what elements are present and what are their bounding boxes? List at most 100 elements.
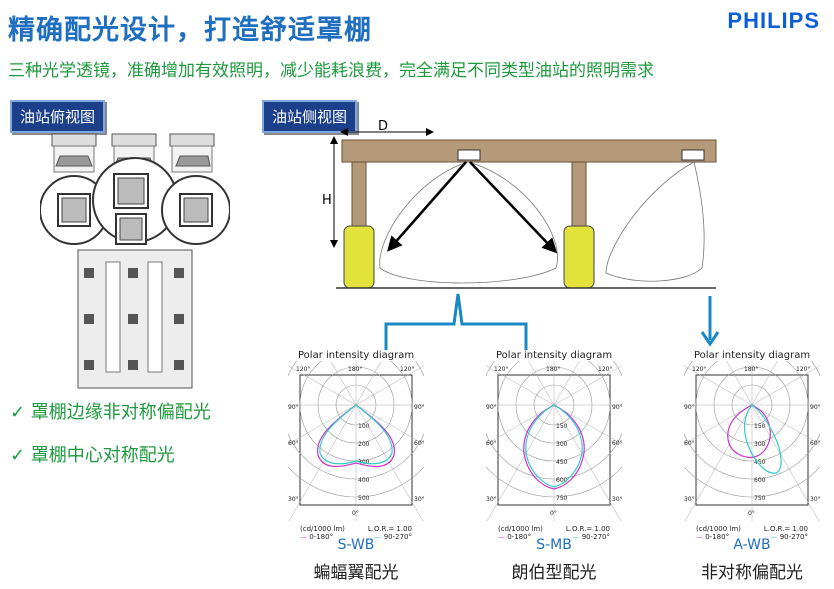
polar-angle-label: 60° [288,440,299,447]
polar-series-legend: — 0-180° — 90-270° [486,533,622,541]
polar-angle-label: 60° [612,440,622,447]
side-view-tag: 油站侧视图 [262,100,358,133]
polar-ring-label: 300 [754,441,766,448]
polar-ring-label: 450 [754,459,766,466]
polar-ring-label: 300 [556,441,568,448]
polar-plot: 150 300 450 600 750 120° 180° 120° 90° 90° 60° 60° 3… [414,265,694,545]
page-subtitle: 三种光学透镜，准确增加有效照明，减少能耗浪费，完全满足不同类型油站的照明需求 [8,61,654,81]
polar-angle-label: 0° [748,510,755,517]
side-view-illustration: D H [322,119,720,350]
polar-ring-label: 200 [358,441,370,448]
connector-bracket [384,293,528,350]
polar-angle-label: 60° [684,440,695,447]
curve-90-270 [525,404,583,488]
polar-angle-label: 120° [400,366,414,373]
magnifier-right [161,175,230,245]
beam-arrow-right [469,161,558,254]
bullet-edge-asymmetric: ✓ 罩棚边缘非对称偏配光 [10,402,211,423]
legend-0-180: — 0-180° [696,533,730,541]
polar-ring-label: 450 [556,459,568,466]
dim-d-label: D [378,119,388,134]
legend-90-270: — 90-270° [770,533,808,541]
polar-ring-label: 600 [556,477,568,484]
pump-right [563,225,595,289]
distribution-name: S-WB [337,537,375,553]
magnifier-left [40,175,109,245]
distribution-description: 非对称偏配光 [701,563,803,583]
fixture-section-left [51,133,97,173]
polar-plot: 150 300 450 600 750 120° 180° 120° 90° 90° 60° 60° 3… [612,265,834,545]
polar-ring-label: 600 [754,477,766,484]
lor-label: L.O.R.= 1.00 [763,525,808,533]
polar-angle-label: 180° [744,366,758,373]
polar-legend: (cd/1000 lm) L.O.R.= 1.00 [288,525,424,533]
polar-ring-label: 100 [358,423,370,430]
polar-series-legend: — 0-180° — 90-270° [684,533,820,541]
polar-angle-label: 120° [296,366,310,373]
lor-label: L.O.R.= 1.00 [565,525,610,533]
polar-title: Polar intensity diagram [496,350,613,361]
polar-angle-label: 30° [486,496,497,503]
top-view-illustration [40,133,230,389]
pump-left [343,225,375,289]
polar-angle-label: 60° [486,440,497,447]
polar-angle-label: 120° [598,366,612,373]
bullet-center-symmetric: ✓ 罩棚中心对称配光 [10,445,175,466]
polar-angle-label: 120° [796,366,810,373]
polar-ring-label: 150 [754,423,766,430]
polar-ring-label: 750 [556,495,568,502]
curve-0-180 [523,404,585,490]
units-label: (cd/1000 lm) [300,525,345,533]
polar-title: Polar intensity diagram [298,350,415,361]
distribution-description: 朗伯型配光 [511,563,597,583]
legend-0-180: — 0-180° [300,533,334,541]
beam-arrow-left [387,161,467,252]
polar-diagram-s-mb: Polar intensity diagram 150 300 450 600 750 12… [414,265,694,545]
units-label: (cd/1000 lm) [498,525,543,533]
brand-logo: PHILIPS [727,8,820,33]
legend-0-180: — 0-180° [498,533,532,541]
legend-90-270: — 90-270° [374,533,412,541]
polar-ring-label: 150 [556,423,568,430]
polar-angle-label: 60° [414,440,424,447]
polar-diagram-a-wb: Polar intensity diagram 150 300 450 600 750 12… [612,265,834,545]
polar-title: Polar intensity diagram [694,350,811,361]
polar-ring-label: 500 [358,495,370,502]
polar-angle-label: 90° [486,404,497,411]
polar-series-legend: — 0-180° — 90-270° [288,533,424,541]
polar-angle-label: 30° [810,496,820,503]
distribution-description: 蝙蝠翼配光 [313,563,399,583]
polar-legend: (cd/1000 lm) L.O.R.= 1.00 [486,525,622,533]
polar-angle-label: 60° [810,440,820,447]
page-title: 精确配光设计，打造舒适罩棚 [8,15,372,46]
polar-angle-label: 0° [550,510,557,517]
polar-angle-label: 30° [414,496,424,503]
polar-legend: (cd/1000 lm) L.O.R.= 1.00 [684,525,820,533]
fixture-section-right [169,133,215,173]
distribution-name: A-WB [733,537,771,553]
curve-0-180 [316,404,396,468]
polar-angle-label: 90° [612,404,622,411]
polar-plot: 100200300400500120°180°120°90°90°60°60°3… [216,265,496,545]
units-label: (cd/1000 lm) [696,525,741,533]
legend-90-270: — 90-270° [572,533,610,541]
polar-angle-label: 90° [810,404,820,411]
polar-angle-label: 30° [684,496,695,503]
fixture-center [457,149,481,161]
top-view-tag: 油站俯视图 [10,100,106,133]
polar-angle-label: 180° [546,366,560,373]
curve-90-270 [743,404,782,474]
polar-angle-label: 120° [692,366,706,373]
polar-ring-label: 750 [754,495,766,502]
polar-angle-label: 90° [684,404,695,411]
polar-angle-label: 180° [348,366,362,373]
lor-label: L.O.R.= 1.00 [367,525,412,533]
polar-ring-label: 400 [358,477,370,484]
polar-angle-label: 0° [352,510,359,517]
dim-h-label: H [322,193,332,208]
polar-angle-label: 120° [494,366,508,373]
distribution-name: S-MB [536,537,572,553]
polar-angle-label: 90° [414,404,424,411]
fixture-edge [681,149,705,161]
